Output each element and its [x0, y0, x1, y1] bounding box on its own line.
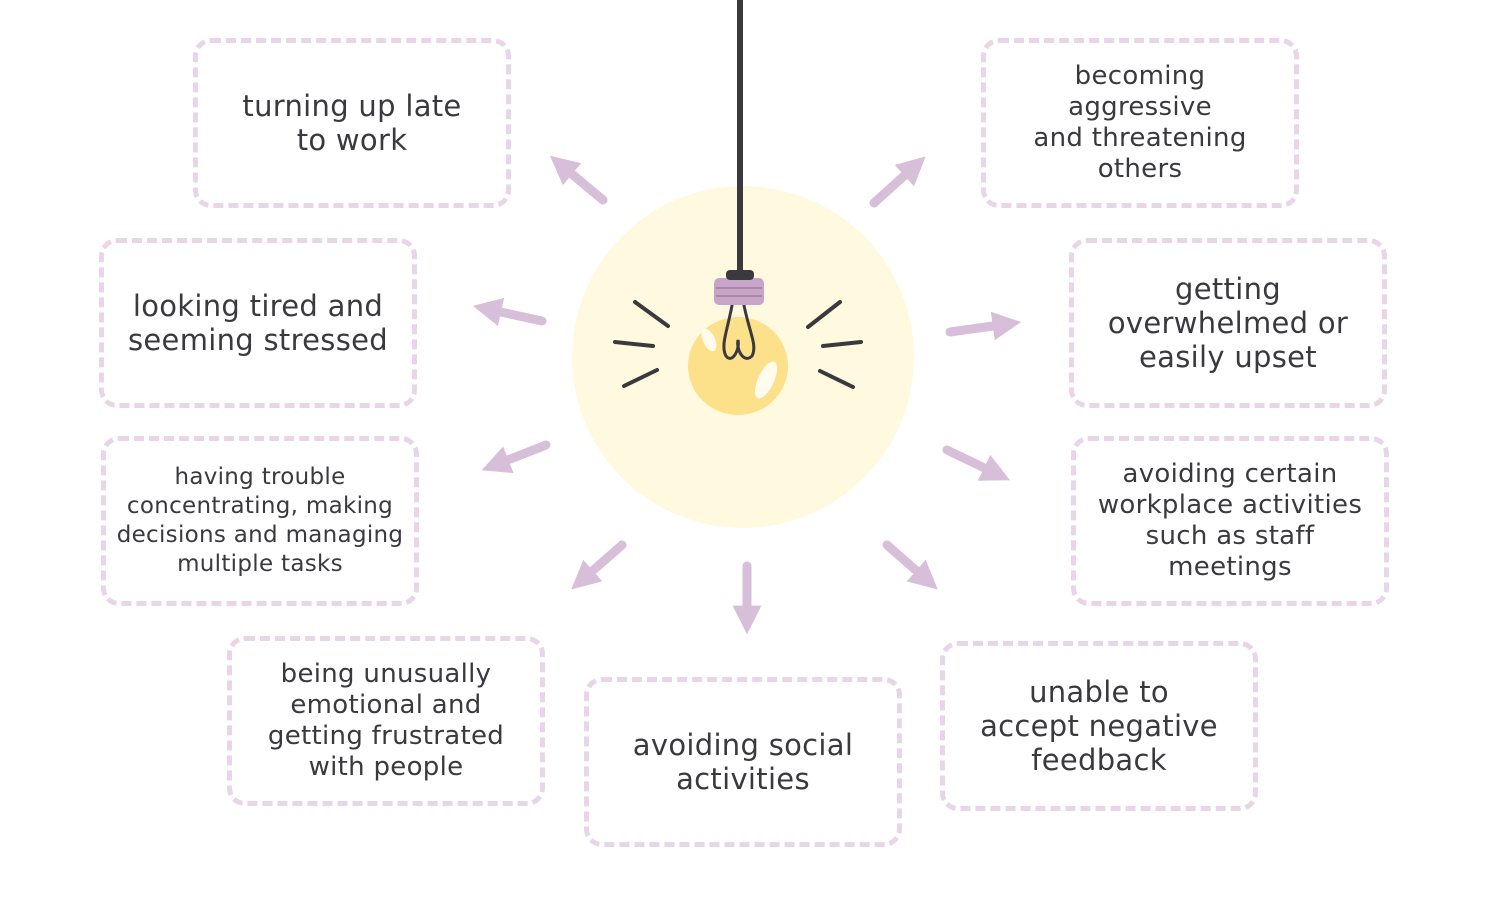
- item-getting-overwhelmed: getting overwhelmed or easily upset: [1069, 238, 1387, 408]
- arrow-to-aggressive: [869, 156, 926, 208]
- arrow-to-tired: [472, 298, 547, 327]
- arrow-to-avoiding-activities: [942, 445, 1010, 481]
- item-turning-up-late: turning up late to work: [193, 38, 511, 208]
- bulb-rays: [613, 300, 863, 389]
- item-looking-tired: looking tired and seeming stressed: [99, 238, 417, 408]
- item-trouble-concentrating: having trouble concentrating, making dec…: [101, 436, 419, 606]
- item-avoiding-workplace-activities: avoiding certain workplace activities su…: [1071, 436, 1389, 606]
- arrow-to-emotional: [571, 540, 627, 590]
- item-avoiding-social-activities: avoiding social activities: [584, 677, 902, 847]
- arrow-to-concentrating: [481, 440, 551, 474]
- arrow-to-feedback: [882, 540, 938, 590]
- item-becoming-aggressive: becoming aggressive and threatening othe…: [981, 38, 1299, 208]
- arrow-to-overwhelmed: [945, 311, 1022, 341]
- item-negative-feedback: unable to accept negative feedback: [940, 641, 1258, 811]
- light-bulb-icon: [688, 270, 788, 415]
- arrow-to-late: [549, 155, 608, 205]
- item-unusually-emotional: being unusually emotional and getting fr…: [227, 636, 545, 806]
